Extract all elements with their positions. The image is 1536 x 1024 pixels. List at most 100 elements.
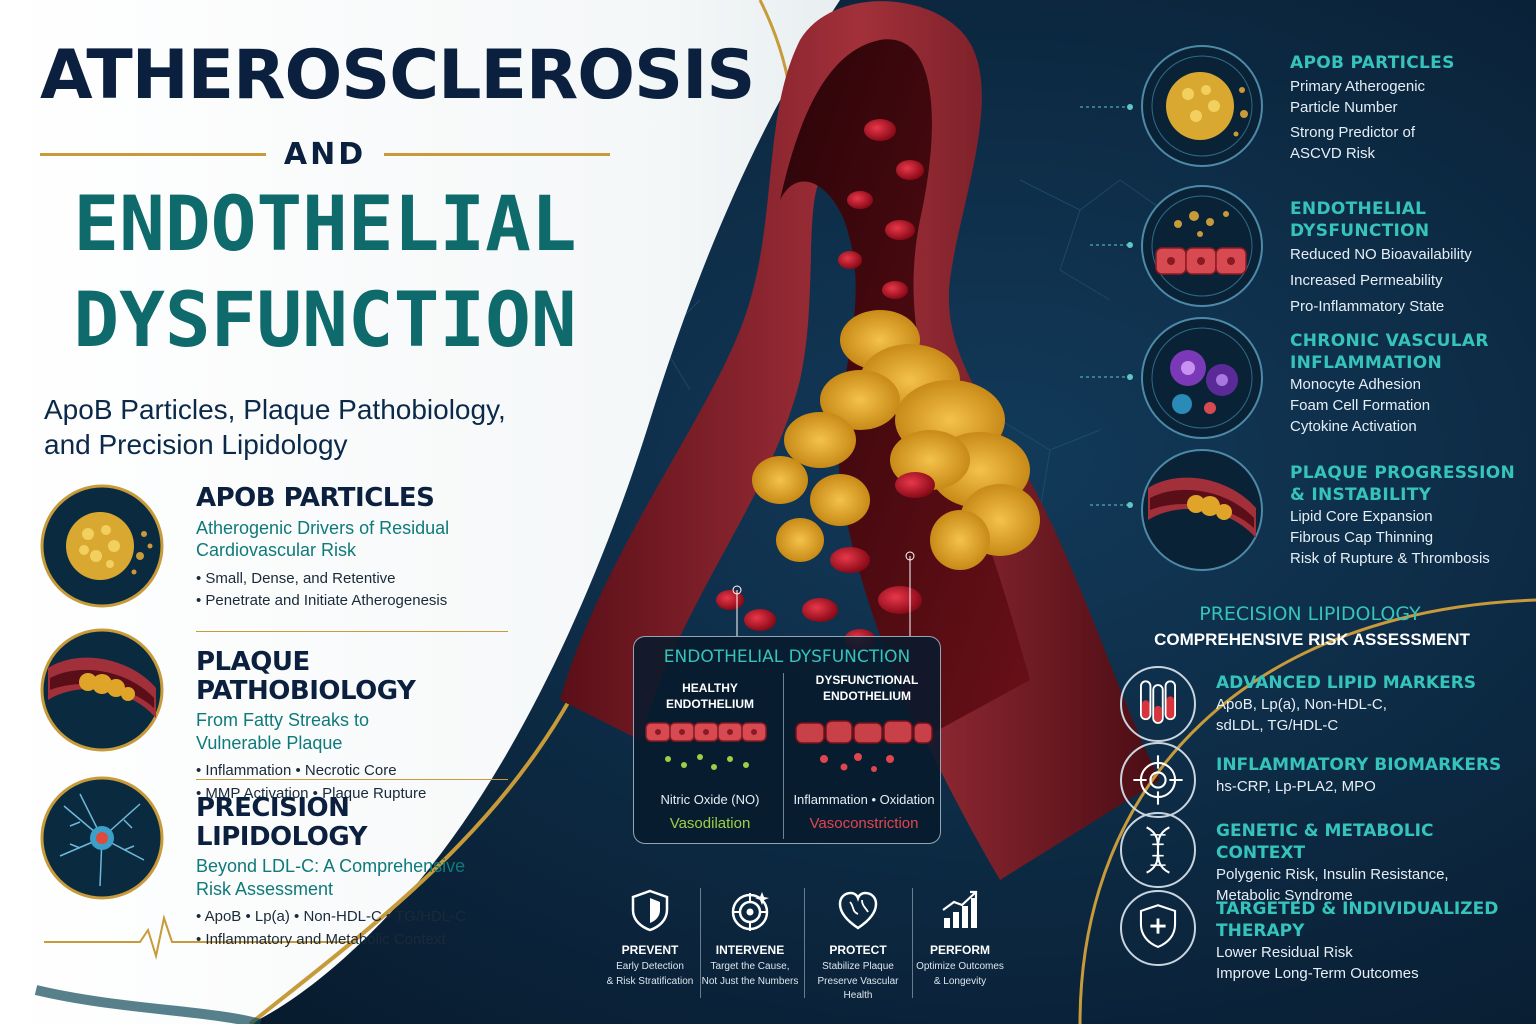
left-section-plaque-body: PLAQUE PATHOBIOLOGY From Fatty Streaks t… — [196, 648, 526, 805]
precision-item-heading: INFLAMMATORY BIOMARKERS — [1216, 755, 1502, 775]
pillar-title: PROTECT — [829, 943, 887, 957]
chart-icon — [942, 890, 978, 928]
subtitle-line-2: and Precision Lipidology — [44, 429, 348, 460]
left-section-heading: PLAQUE PATHOBIOLOGY — [196, 647, 416, 706]
title-line-3: DYSFUNCTION — [73, 275, 577, 364]
precision-item-genetic: GENETIC & METABOLIC CONTEXT Polygenic Ri… — [1120, 812, 1520, 904]
right-section-heading: CHRONIC VASCULAR — [1290, 331, 1489, 351]
endothelium-cells-icon — [1141, 185, 1263, 307]
tagline-line: Vulnerable Plaque — [196, 732, 343, 753]
precision-item-line: Lower Residual Risk — [1216, 944, 1353, 962]
pillar-desc: Target the Cause, Not Just the Numbers — [696, 960, 804, 989]
right-section-item: Pro-Inflammatory State — [1290, 298, 1445, 316]
section-divider — [196, 631, 508, 632]
left-section-tagline: Atherogenic Drivers of Residual Cardiova… — [196, 517, 526, 562]
right-section-heading: PLAQUE PROGRESSION — [1290, 463, 1516, 483]
right-section-heading: INFLAMMATION — [1290, 353, 1443, 374]
dysfunctional-cells-icon — [795, 720, 933, 772]
pillar-title: INTERVENE — [715, 943, 785, 957]
subtitle-line-1: ApoB Particles, Plaque Pathobiology, — [44, 394, 506, 425]
pillar-title: PERFORM — [930, 943, 990, 957]
pillar-desc: Stabilize Plaque Preserve Vascular Healt… — [804, 960, 912, 1004]
pillar-divider — [804, 888, 805, 998]
right-section-heading: & INSTABILITY — [1290, 485, 1432, 506]
test-tubes-icon — [1120, 666, 1196, 742]
bullet-list: • Small, Dense, and Retentive • Penetrat… — [196, 568, 526, 613]
immune-cells-icon — [1141, 317, 1263, 439]
precision-item-heading: ADVANCED LIPID MARKERS — [1216, 673, 1477, 693]
title-and: AND — [283, 136, 367, 172]
right-section-item: Foam Cell Formation — [1290, 397, 1431, 415]
precision-item-line: Polygenic Risk, Insulin Resistance, — [1216, 866, 1449, 884]
pillar-perform: PERFORM Optimize Outcomes & Longevity — [906, 888, 1014, 989]
precision-item-line: Metabolic Syndrome — [1216, 887, 1353, 905]
gold-rule — [40, 152, 266, 156]
bullet-item: • Inflammation • Necrotic Core — [196, 762, 397, 780]
bullet-item: • Small, Dense, and Retentive — [196, 569, 396, 587]
left-section-tagline: Beyond LDL-C: A Comprehensive Risk Asses… — [196, 855, 526, 900]
title-line-2: ENDOTHELIAL — [73, 179, 577, 268]
pillar-desc-line: Early Detection — [616, 961, 684, 972]
dna-icon — [1120, 812, 1196, 888]
title-line-1: ATHEROSCLEROSIS — [40, 36, 755, 115]
bullet-item: • Penetrate and Initiate Atherogenesis — [196, 592, 448, 610]
right-section-apob-body: APOB PARTICLES Primary Atherogenic Parti… — [1290, 52, 1520, 164]
bullet-item: • MMP Activation • Plaque Rupture — [196, 784, 427, 802]
pillar-title: PREVENT — [621, 943, 679, 957]
dysfunctional-endothelium-label: DYSFUNCTIONAL ENDOTHELIUM — [792, 673, 942, 704]
precision-item-line: Improve Long-Term Outcomes — [1216, 965, 1419, 983]
precision-subtitle: COMPREHENSIVE RISK ASSESSMENT — [1154, 630, 1470, 649]
tagline-line: Atherogenic Drivers of Residual — [196, 517, 450, 538]
precision-item-inflammatory: INFLAMMATORY BIOMARKERS hs-CRP, Lp-PLA2,… — [1120, 742, 1520, 822]
heart-icon — [838, 891, 878, 930]
left-section-heading: PRECISION LIPIDOLOGY — [196, 793, 368, 852]
right-section-item: Strong Predictor of — [1290, 124, 1416, 142]
bullet-list: • Inflammation • Necrotic Core • MMP Act… — [196, 760, 526, 805]
endothelial-comparison-box: ENDOTHELIAL DYSFUNCTION HEALTHY ENDOTHEL… — [633, 636, 941, 844]
precision-item-body: GENETIC & METABOLIC CONTEXT Polygenic Ri… — [1216, 820, 1516, 906]
pillar-divider — [700, 888, 701, 998]
healthy-text: Nitric Oxide (NO) — [660, 792, 760, 807]
endothelial-box-title: ENDOTHELIAL DYSFUNCTION — [663, 647, 911, 667]
right-section-endothelial-body: ENDOTHELIAL DYSFUNCTION Reduced NO Bioav… — [1290, 198, 1530, 317]
label-line: ENDOTHELIUM — [823, 688, 911, 703]
shield-icon — [631, 889, 669, 932]
bullet-item: • Inflammatory and Metabolic Context — [196, 930, 446, 948]
right-section-item: Increased Permeability — [1290, 272, 1443, 290]
bullet-list: • ApoB • Lp(a) • Non-HDL-C • TG/HDL-C • … — [196, 906, 526, 951]
precision-title: PRECISION LIPIDOLOGY — [1199, 603, 1421, 625]
apob-particle-icon — [40, 484, 164, 608]
box-divider — [783, 673, 784, 839]
pillar-desc-line: & Risk Stratification — [606, 975, 694, 987]
right-section-item: ASCVD Risk — [1290, 145, 1376, 163]
right-section-item: Risk of Rupture & Thrombosis — [1290, 550, 1490, 568]
left-section-heading: APOB PARTICLES — [196, 483, 435, 513]
left-section-tagline: From Fatty Streaks to Vulnerable Plaque — [196, 709, 526, 754]
apob-particle-icon — [1141, 45, 1263, 167]
shield-plus-icon — [1120, 890, 1196, 966]
tagline-line: Cardiovascular Risk — [196, 540, 357, 561]
right-section-item: Primary Atherogenic — [1290, 78, 1426, 96]
dysfunctional-result: Vasoconstriction — [809, 815, 919, 832]
tagline-line: Beyond LDL-C: A Comprehensive — [196, 856, 466, 877]
right-section-items: Primary Atherogenic Particle Number Stro… — [1290, 76, 1520, 164]
dysfunctional-text: Inflammation • Oxidation — [793, 792, 935, 807]
precision-item-lipid: ADVANCED LIPID MARKERS ApoB, Lp(a), Non-… — [1120, 666, 1520, 746]
pillar-desc-line: Not Just the Numbers — [701, 975, 799, 987]
plaque-vessel-icon — [40, 628, 164, 752]
precision-item-line: hs-CRP, Lp-PLA2, MPO — [1216, 778, 1376, 796]
pillar-divider — [912, 888, 913, 998]
plaque-vessel-icon — [1141, 449, 1263, 571]
right-section-item: Particle Number — [1290, 99, 1398, 117]
pillar-desc: Early Detection & Risk Stratification — [596, 960, 704, 989]
crosshair-icon — [1120, 742, 1196, 818]
tagline-line: From Fatty Streaks to — [196, 710, 370, 731]
title-and-row: AND — [40, 134, 611, 174]
precision-item-line: ApoB, Lp(a), Non-HDL-C, — [1216, 696, 1387, 714]
left-section-precision-body: PRECISION LIPIDOLOGY Beyond LDL-C: A Com… — [196, 794, 526, 951]
bullet-item: • ApoB • Lp(a) • Non-HDL-C • TG/HDL-C — [196, 908, 466, 926]
precision-item-line: sdLDL, TG/HDL-C — [1216, 717, 1339, 735]
right-section-progression-body: PLAQUE PROGRESSION & INSTABILITY Lipid C… — [1290, 462, 1530, 569]
label-line: DYSFUNCTIONAL — [815, 673, 919, 687]
